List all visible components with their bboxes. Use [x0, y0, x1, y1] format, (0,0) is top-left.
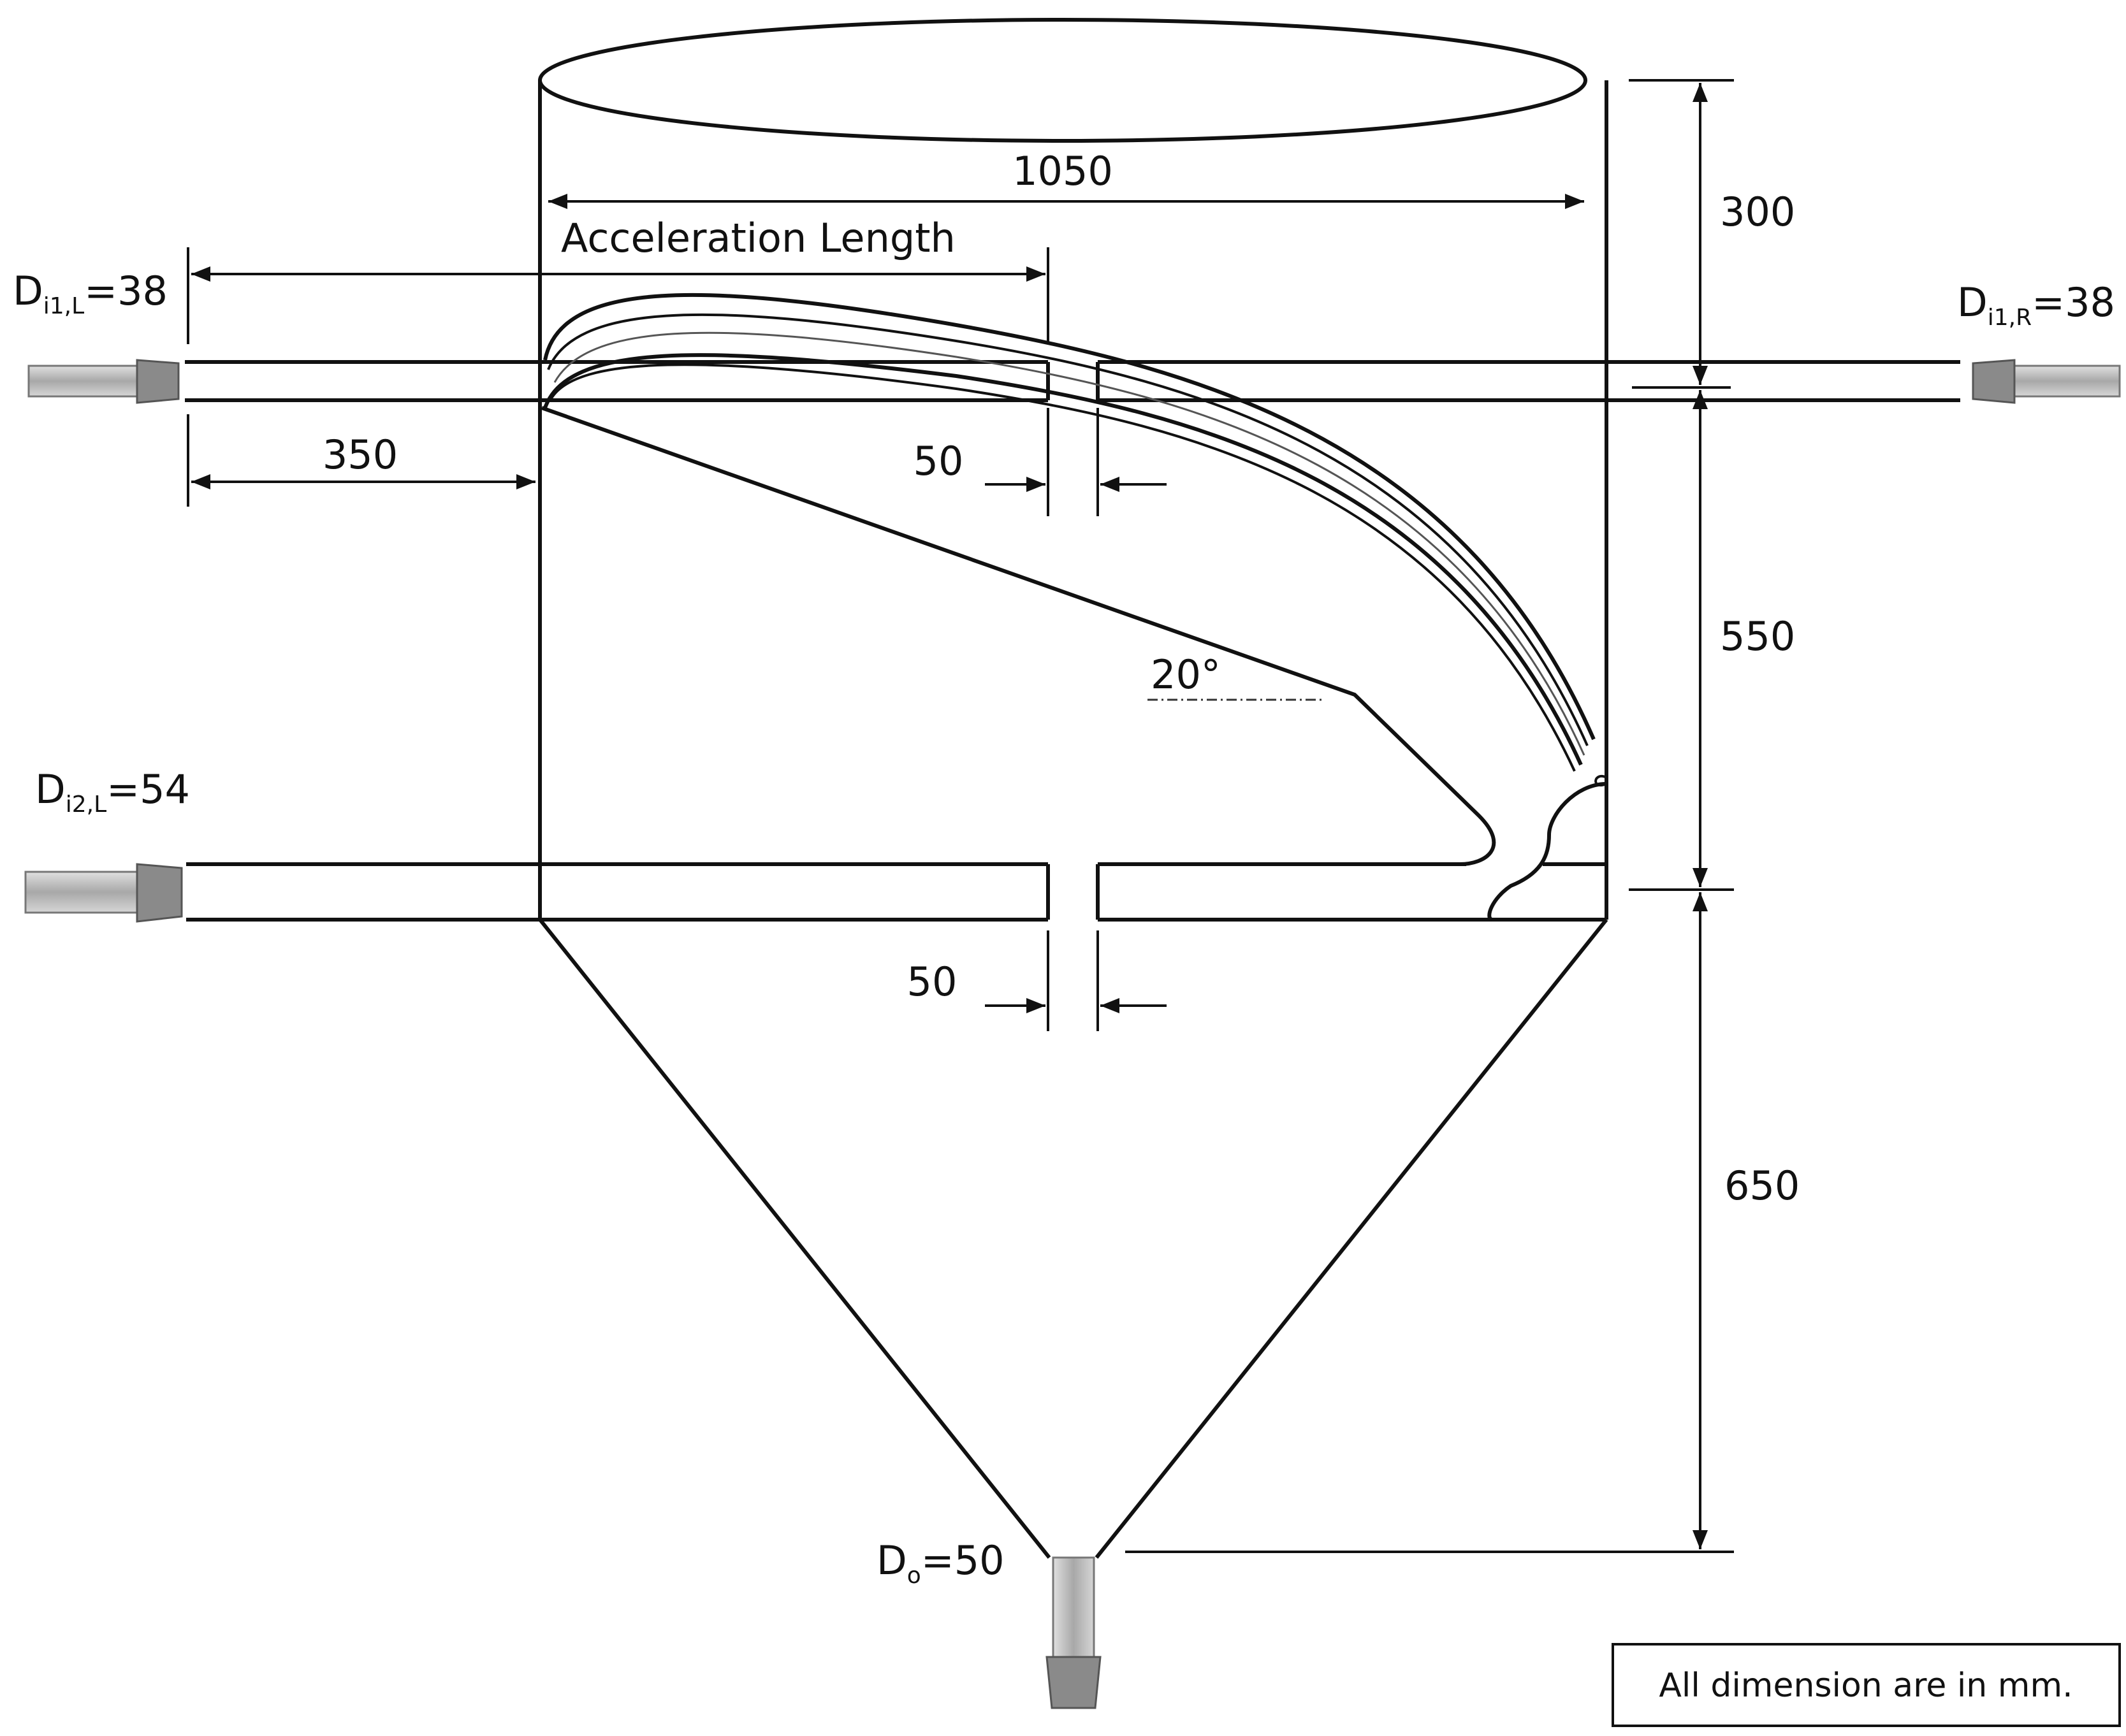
label-outlet: Do=50: [877, 1537, 1005, 1589]
dimension-350-label: 350: [323, 431, 398, 478]
units-note-box: All dimension are in mm.: [1612, 1643, 2121, 1727]
units-note-text: All dimension are in mm.: [1659, 1667, 2072, 1705]
dimension-gap-lower: 50: [907, 930, 1167, 1031]
dimension-vertical-chain: 300 550 650: [1125, 79, 1800, 1553]
cylinder-body: [538, 18, 1608, 920]
cone-right-wall: [1095, 918, 1608, 1559]
acceleration-length-label: Acceleration Length: [561, 215, 956, 261]
dimension-350: 350: [187, 414, 535, 507]
label-inlet-1-right: Di1,R=38: [1957, 279, 2115, 331]
nozzle-inlet-1-left: [27, 359, 180, 404]
angle-20-label: 20°: [1151, 651, 1221, 698]
curved-guide-vane: [543, 293, 1596, 772]
nozzle-outlet: [1045, 1556, 1102, 1709]
dimension-650-label: 650: [1724, 1162, 1800, 1209]
label-inlet-2-left: Di2,L=54: [35, 766, 190, 818]
dimension-acceleration-length: Acceleration Length: [187, 215, 1049, 344]
cone-section: [538, 918, 1608, 1559]
label-inlet-1-left: Di1,L=38: [13, 268, 168, 319]
dimension-gap-upper-label: 50: [914, 438, 964, 484]
upper-inlet-channel: [185, 360, 1960, 402]
dimension-gap-lower-label: 50: [907, 958, 957, 1005]
dimension-1050-label: 1050: [1012, 148, 1113, 194]
cylinder-top-ellipse: [538, 18, 1587, 143]
dimension-gap-upper: 50: [914, 408, 1167, 516]
lower-inlet-channel: [186, 862, 1606, 922]
dimension-550-label: 550: [1720, 613, 1795, 660]
dimension-300-label: 300: [1720, 189, 1795, 235]
cone-left-wall: [538, 918, 1051, 1559]
nozzle-inlet-1-right: [1972, 359, 2121, 404]
inner-deflector: [541, 406, 1607, 922]
dimension-1050: 1050: [548, 148, 1584, 209]
nozzle-inlet-2-left: [24, 863, 183, 923]
